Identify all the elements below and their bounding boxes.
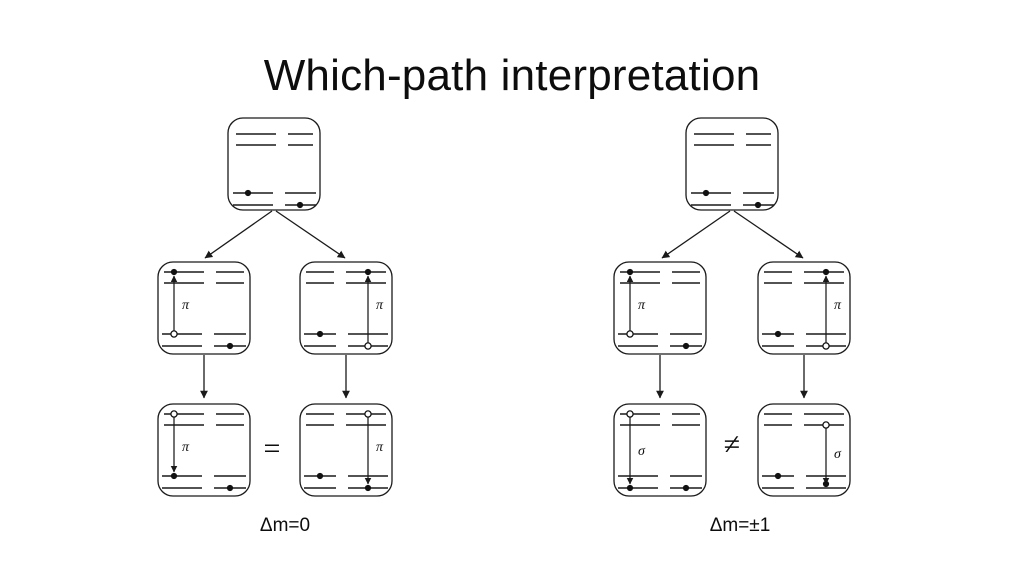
electron-marker <box>774 472 782 480</box>
electron-marker <box>774 330 782 338</box>
electron-marker <box>226 342 234 350</box>
electron-marker <box>626 484 634 492</box>
transition-label-pi: π <box>376 298 384 313</box>
node-frame <box>157 261 251 355</box>
node-right-top[interactable] <box>685 117 779 211</box>
electron-marker <box>822 480 830 488</box>
node-left-top[interactable] <box>227 117 321 211</box>
electron-marker <box>626 268 634 276</box>
electron-marker <box>364 268 372 276</box>
vacancy-marker <box>822 421 830 429</box>
relation-symbol-not-equals: ≠ <box>723 428 741 461</box>
node-left-bottom-right[interactable]: π <box>299 403 393 497</box>
electron-marker <box>170 472 178 480</box>
transition-label-pi: π <box>182 298 190 313</box>
transition-label-sigma: σ <box>638 444 646 459</box>
transition-label-pi: π <box>376 440 384 455</box>
node-frame <box>299 261 393 355</box>
transition-label-pi: π <box>182 440 190 455</box>
electron-marker <box>702 189 710 197</box>
branch-delta-m-plus-minus-one: π π <box>613 117 851 497</box>
branch-arrow-right <box>733 210 804 259</box>
node-frame <box>613 261 707 355</box>
electron-marker <box>754 201 762 209</box>
electron-marker <box>682 342 690 350</box>
node-frame <box>613 403 707 497</box>
node-frame <box>227 117 321 211</box>
transition-label-pi: π <box>638 298 646 313</box>
node-right-mid-left[interactable]: π <box>613 261 707 355</box>
electron-marker <box>226 484 234 492</box>
branch-delta-m-zero: π π <box>157 117 393 497</box>
node-right-bottom-left[interactable]: σ <box>613 403 707 497</box>
node-left-mid-left[interactable]: π <box>157 261 251 355</box>
caption-delta-m-zero: Δm=0 <box>259 515 311 536</box>
vacancy-marker <box>364 410 372 418</box>
transition-label-sigma: σ <box>834 447 842 462</box>
node-frame <box>757 261 851 355</box>
electron-marker <box>316 472 324 480</box>
electron-marker <box>682 484 690 492</box>
electron-marker <box>364 484 372 492</box>
electron-marker <box>244 189 252 197</box>
vacancy-marker <box>170 330 178 338</box>
vacancy-marker <box>822 342 830 350</box>
node-right-bottom-right[interactable]: σ <box>757 403 851 497</box>
branch-arrow-left <box>204 210 273 259</box>
relation-symbol-equals: = <box>263 432 281 465</box>
electron-marker <box>822 268 830 276</box>
electron-marker <box>296 201 304 209</box>
branch-arrow-right <box>275 210 346 259</box>
vacancy-marker <box>364 342 372 350</box>
vacancy-marker <box>170 410 178 418</box>
transition-label-pi: π <box>834 298 842 313</box>
node-right-mid-right[interactable]: π <box>757 261 851 355</box>
page-title: Which-path interpretation <box>263 51 761 100</box>
branch-arrow-left <box>661 210 731 259</box>
node-frame <box>157 403 251 497</box>
node-left-bottom-left[interactable]: π <box>157 403 251 497</box>
node-frame <box>299 403 393 497</box>
vacancy-marker <box>626 330 634 338</box>
electron-marker <box>316 330 324 338</box>
caption-delta-m-plus-minus-one: Δm=±1 <box>709 515 771 536</box>
vacancy-marker <box>626 410 634 418</box>
node-frame <box>685 117 779 211</box>
node-left-mid-right[interactable]: π <box>299 261 393 355</box>
electron-marker <box>170 268 178 276</box>
